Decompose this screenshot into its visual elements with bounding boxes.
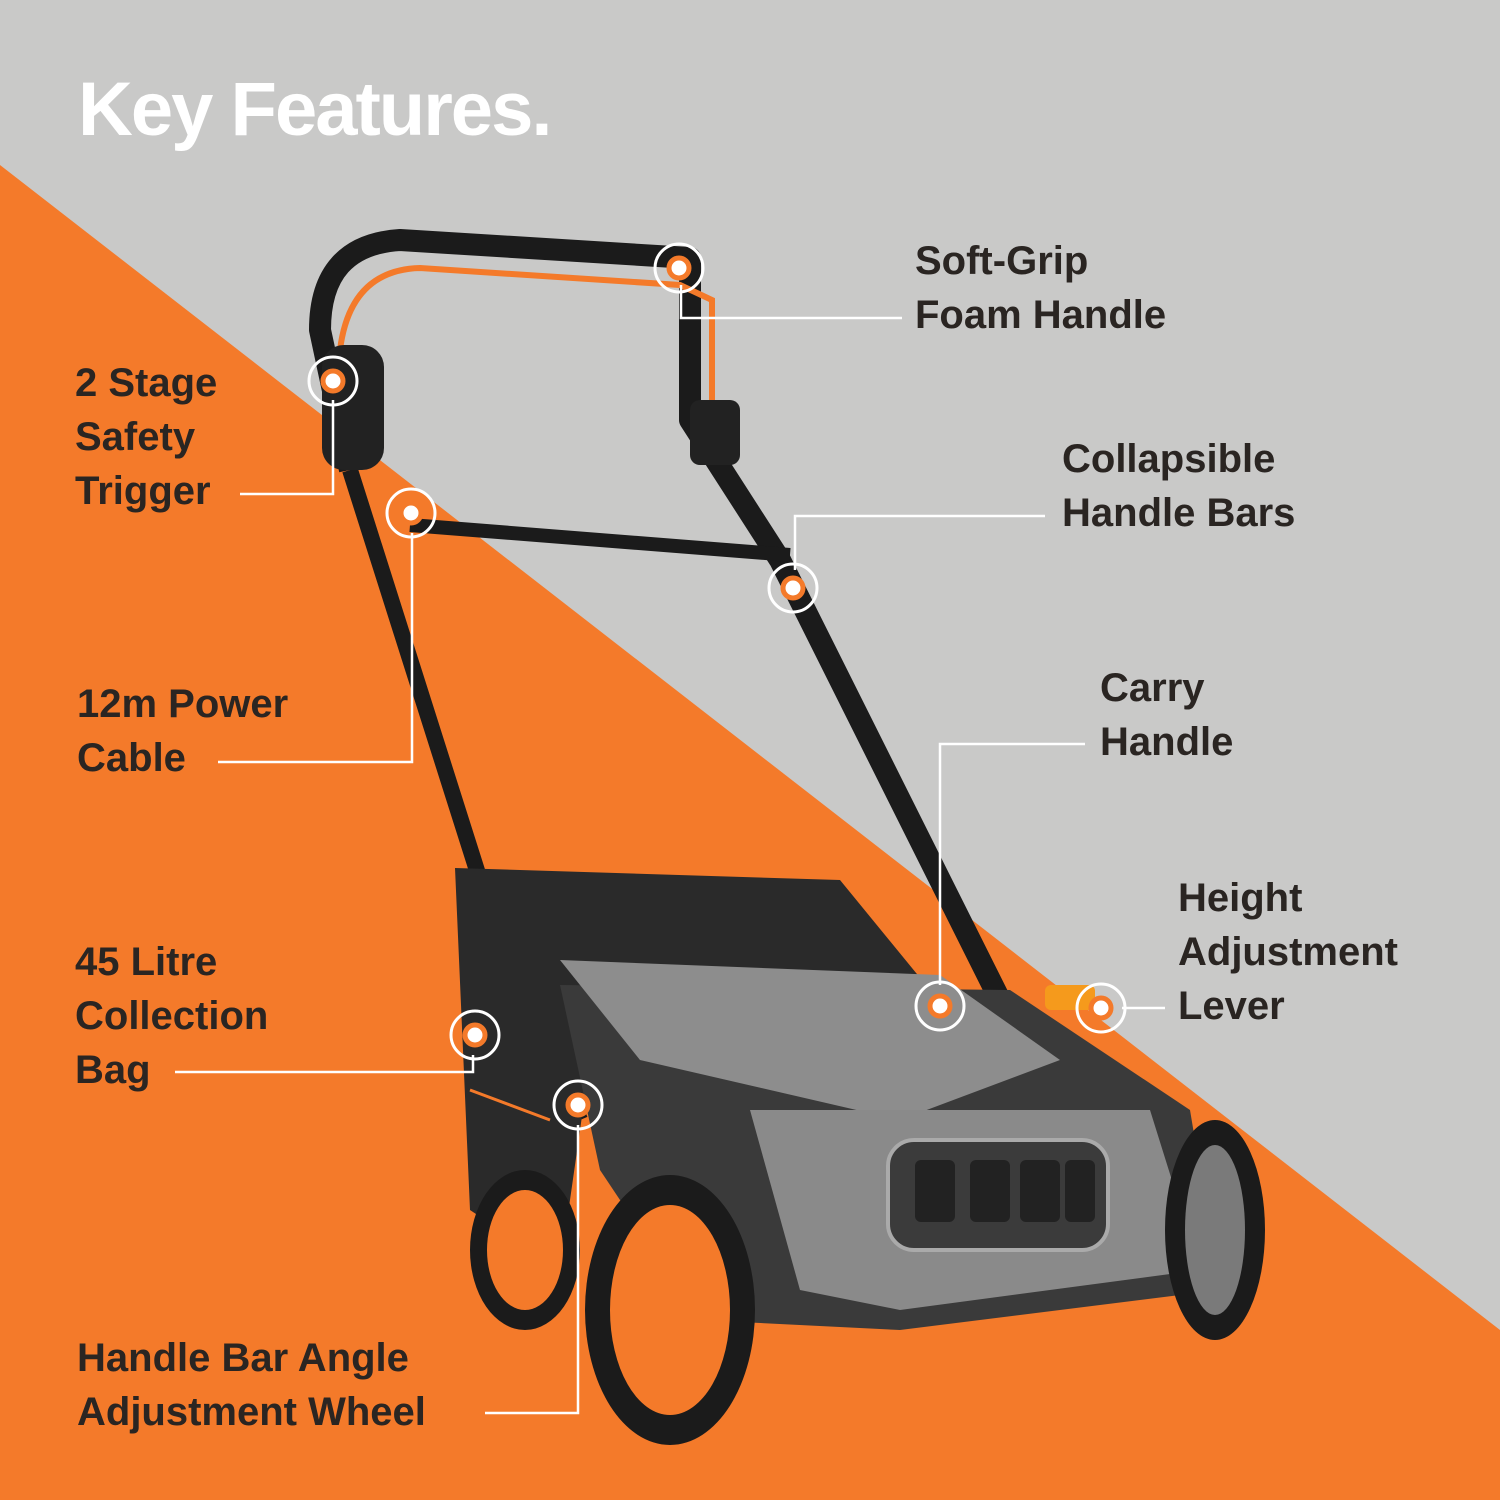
feature-label-collection-bag: 45 Litre Collection Bag xyxy=(75,940,269,1092)
feature-label-angle-wheel: Handle Bar Angle Adjustment Wheel xyxy=(77,1336,426,1434)
leader-collection-bag xyxy=(175,1055,475,1074)
hotspot-icon xyxy=(552,1079,604,1131)
leader-angle-wheel xyxy=(485,1125,580,1415)
feature-label-collapsible-handle: Collapsible Handle Bars xyxy=(1062,437,1296,535)
scarifier-illustration xyxy=(309,229,1265,1445)
feature-label-soft-grip: Soft-Grip Foam Handle xyxy=(915,239,1167,337)
leader-lines xyxy=(175,285,1165,1415)
hotspot-icon xyxy=(767,562,819,614)
leader-carry-handle xyxy=(938,742,1085,985)
leader-collapsible-handle xyxy=(793,514,1045,570)
feature-label-height-lever: Height Adjustment Lever xyxy=(1178,876,1398,1028)
hotspot-icon xyxy=(914,980,966,1032)
hotspot-icon xyxy=(385,487,437,539)
hotspot-icon xyxy=(1075,982,1127,1034)
hotspot-icon xyxy=(653,242,705,294)
hotspot-icon xyxy=(307,355,359,407)
hotspots xyxy=(307,242,1127,1131)
leader-soft-grip xyxy=(679,285,902,320)
page-title: Key Features. xyxy=(78,67,552,152)
feature-label-safety-trigger: 2 Stage Safety Trigger xyxy=(75,361,218,513)
leader-power-cable xyxy=(218,533,414,764)
feature-label-power-cable: 12m Power Cable xyxy=(77,682,289,780)
hotspot-icon xyxy=(449,1009,501,1061)
leader-safety-trigger xyxy=(240,400,335,496)
feature-label-carry-handle: Carry Handle xyxy=(1100,666,1234,764)
